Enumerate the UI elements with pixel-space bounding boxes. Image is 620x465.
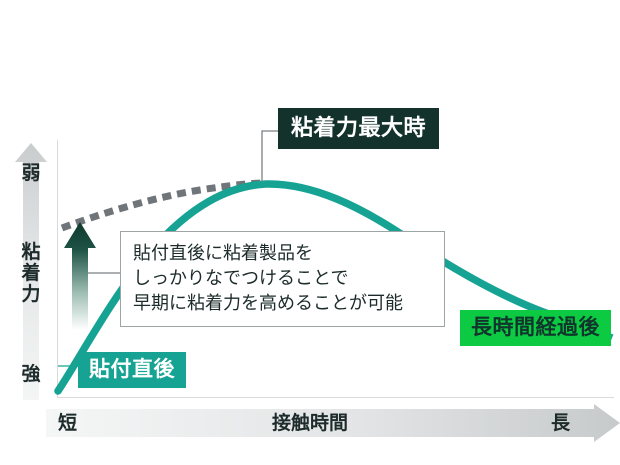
callout-line-1: 貼付直後に粘着製品を: [133, 243, 313, 263]
improvement-up-arrow-icon: [64, 222, 96, 330]
explanation-callout-box: 貼付直後に粘着製品を しっかりなでつけることで 早期に粘着力を高めることが可能: [120, 231, 445, 327]
immediately-after-application-label: 貼付直後: [78, 352, 186, 388]
x-axis-arrow-icon: [46, 404, 620, 442]
callout-line-2: しっかりなでつけることで: [133, 268, 349, 288]
leader-line-peak: [261, 130, 278, 182]
peak-adhesion-label: 粘着力最大時: [278, 108, 440, 149]
y-axis-arrow-icon: [15, 143, 47, 400]
after-long-time-label: 長時間経過後: [460, 310, 611, 346]
plot-frame: [57, 140, 614, 398]
callout-line-3: 早期に粘着力を高めることが可能: [133, 293, 403, 313]
curve-with-pressing: [54, 180, 550, 395]
curve-without-pressing: [60, 179, 267, 232]
